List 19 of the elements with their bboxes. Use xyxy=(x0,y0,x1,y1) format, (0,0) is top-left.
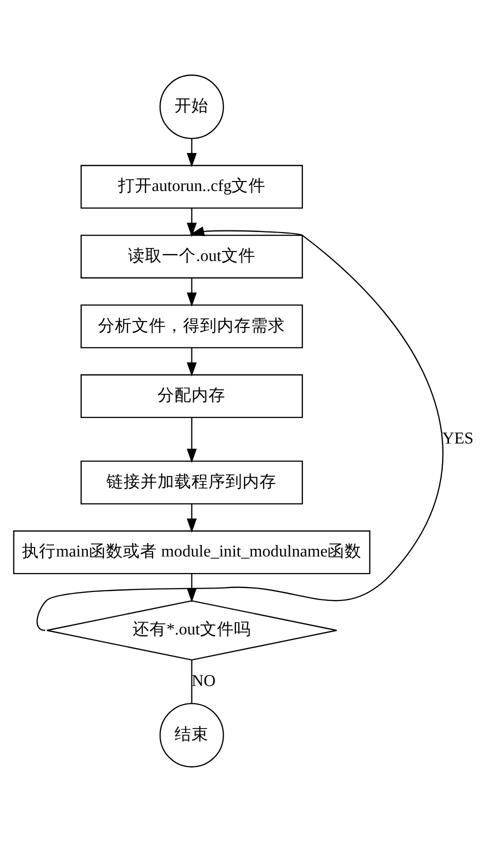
arrow xyxy=(186,573,196,602)
node-box: 打开autorun..cfg文件 xyxy=(80,164,302,208)
connector xyxy=(190,660,192,703)
node-box: 分析文件，得到内存需求 xyxy=(80,304,302,348)
node-box: 链接并加载程序到内存 xyxy=(80,460,302,504)
node-circle: 结束 xyxy=(159,702,224,767)
node-diamond: 还有*.out文件吗 xyxy=(46,600,337,660)
node-circle: 开始 xyxy=(159,74,224,139)
arrow xyxy=(36,226,443,630)
node-box: 分配内存 xyxy=(80,374,302,418)
arrow xyxy=(186,417,196,462)
edge-label: YES xyxy=(442,428,474,448)
node-box: 执行main函数或者 module_init_modulname函数 xyxy=(12,530,370,574)
node-box: 读取一个.out文件 xyxy=(80,234,302,278)
arrow xyxy=(186,208,196,236)
arrow xyxy=(186,347,196,376)
arrow xyxy=(186,138,196,167)
arrow xyxy=(186,278,196,306)
arrow xyxy=(186,503,196,532)
